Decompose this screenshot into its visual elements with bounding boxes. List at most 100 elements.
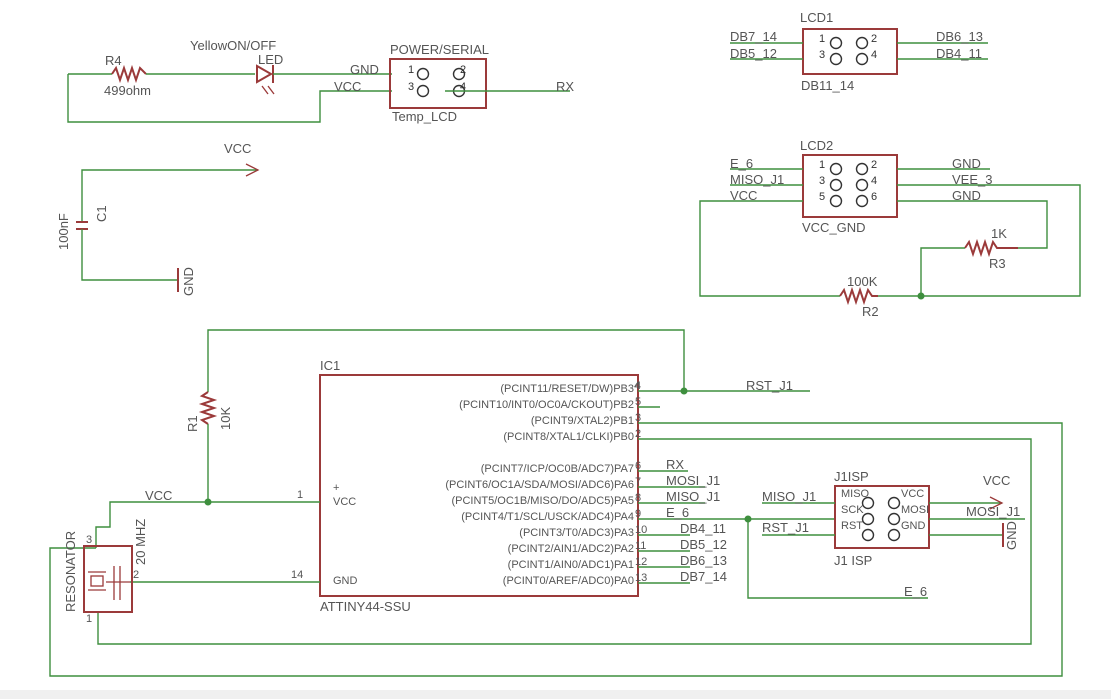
bottom-scroll-strip (0, 690, 1111, 699)
net-db6: DB6_13 (680, 553, 727, 568)
resonator-body (83, 545, 133, 613)
svg-text:12: 12 (635, 556, 647, 568)
svg-text:(PCINT7/ICP/OC0B/ADC7)PA7: (PCINT7/ICP/OC0B/ADC7)PA7 (481, 463, 634, 475)
junction-rst (680, 387, 688, 395)
svg-text:14: 14 (291, 569, 303, 581)
lcd1-net-db5: DB5_12 (730, 46, 777, 61)
lcd2-net-vee: VEE_3 (952, 172, 992, 187)
svg-text:(PCINT1/AIN0/ADC1)PA1: (PCINT1/AIN0/ADC1)PA1 (508, 559, 634, 571)
resonator-value: 20 MHZ (133, 519, 148, 565)
lcd2-net-gnd1: GND (952, 156, 981, 171)
svg-text:5: 5 (635, 396, 641, 408)
c1-value: 100nF (56, 213, 71, 250)
svg-text:+: + (333, 482, 339, 494)
resistor-r1 (198, 391, 218, 425)
lcd2-net-vcc: VCC (730, 188, 757, 203)
isp-name: J1 ISP (834, 553, 872, 568)
svg-text:GND: GND (901, 520, 926, 532)
isp-header (834, 485, 930, 549)
wire-c1-vcc (81, 169, 258, 222)
svg-text:(PCINT8/XTAL1/CLKI)PB0: (PCINT8/XTAL1/CLKI)PB0 (503, 431, 634, 443)
svg-text:8: 8 (635, 492, 641, 504)
junction-r2-r3 (917, 292, 925, 300)
isp-net-rst: RST_J1 (762, 520, 809, 535)
ic1-gnd-pin: GND (333, 575, 358, 587)
ps-vcc-net: VCC (334, 79, 361, 94)
svg-text:1: 1 (86, 613, 92, 625)
net-rst-j1: RST_J1 (746, 378, 793, 393)
c1-section: VCC 100nF C1 GND (56, 141, 260, 296)
lcd2-name: VCC_GND (802, 220, 866, 235)
svg-text:6: 6 (871, 191, 877, 203)
lcd1-net-db4: DB4_11 (936, 46, 982, 61)
r3-value: 1K (991, 226, 1007, 241)
isp-title: J1ISP (834, 469, 869, 484)
lcd1-title: LCD1 (800, 10, 833, 25)
svg-text:3: 3 (819, 49, 825, 61)
r1-value: 10K (218, 407, 233, 430)
isp-net-mosi: MOSI_J1 (966, 504, 1020, 519)
r3-name: R3 (989, 256, 1006, 271)
svg-text:(PCINT5/OC1B/MISO/DO/ADC5)PA5: (PCINT5/OC1B/MISO/DO/ADC5)PA5 (451, 495, 634, 507)
svg-text:RST: RST (841, 520, 863, 532)
lcd2-section: 1 3 5 2 4 6 LCD2 VCC_GND E_6 MISO_J1 VCC… (699, 138, 1081, 319)
lcd2-title: LCD2 (800, 138, 833, 153)
ic1-title: IC1 (320, 358, 340, 373)
svg-text:3: 3 (635, 412, 641, 424)
resonator-name: RESONATOR (63, 531, 78, 612)
ps-gnd-net: GND (350, 62, 379, 77)
isp-net-gnd: GND (1004, 521, 1019, 550)
ic1-body (319, 374, 639, 597)
svg-text:2: 2 (871, 159, 877, 171)
svg-text:1: 1 (408, 64, 414, 76)
net-db4: DB4_11 (680, 521, 726, 536)
r4-name: R4 (105, 53, 122, 68)
ic1-vcc-pin: VCC (333, 496, 356, 508)
vcc-left-label: VCC (145, 488, 172, 503)
power-serial-title: POWER/SERIAL (390, 42, 489, 57)
power-serial-name: Temp_LCD (392, 109, 457, 124)
lcd1-section: 1 3 2 4 LCD1 DB11_14 DB7_14 DB5_12 DB6_1… (730, 10, 988, 93)
lcd2-net-gnd2: GND (952, 188, 981, 203)
svg-text:(PCINT6/OC1A/SDA/MOSI/ADC6)PA6: (PCINT6/OC1A/SDA/MOSI/ADC6)PA6 (445, 479, 634, 491)
svg-text:4: 4 (634, 380, 640, 392)
svg-text:(PCINT3/T0/ADC3)PA3: (PCINT3/T0/ADC3)PA3 (519, 527, 634, 539)
led-symbol (256, 64, 275, 95)
resonator-section: 3 2 1 RESONATOR 20 MHZ (63, 519, 148, 625)
svg-text:4: 4 (635, 380, 641, 392)
lcd1-header (802, 28, 898, 75)
junction-e6 (744, 515, 752, 523)
svg-text:3: 3 (408, 81, 414, 93)
lcd2-net-miso: MISO_J1 (730, 172, 784, 187)
lcd2-net-e: E_6 (730, 156, 753, 171)
svg-text:(PCINT0/AREF/ADC0)PA0: (PCINT0/AREF/ADC0)PA0 (503, 575, 634, 587)
isp-section: MISO SCK RST VCC MOSI GND J1ISP J1 ISP M… (762, 469, 1025, 599)
svg-text:3: 3 (819, 175, 825, 187)
svg-text:1: 1 (819, 159, 825, 171)
isp-net-miso: MISO_J1 (762, 489, 816, 504)
wire-c1-gnd (81, 229, 178, 281)
ic1-pin-numbers: 4 5 3 2 6 7 8 9 10 11 12 13 1 14 (291, 380, 647, 584)
r1-name: R1 (185, 415, 200, 432)
r4-value: 499ohm (104, 83, 151, 98)
ic1-name: ATTINY44-SSU (320, 599, 411, 614)
ic1-wiring: RST_J1 RX MOSI_J1 MISO_J1 E_6 DB4_11 DB5… (49, 329, 1063, 677)
c1-name: C1 (94, 205, 109, 222)
svg-text:2: 2 (871, 33, 877, 45)
svg-text:(PCINT9/XTAL2)PB1: (PCINT9/XTAL2)PB1 (531, 415, 634, 427)
svg-text:(PCINT2/AIN1/ADC2)PA2: (PCINT2/AIN1/ADC2)PA2 (508, 543, 634, 555)
svg-text:4: 4 (460, 81, 466, 93)
svg-text:VCC: VCC (901, 488, 924, 500)
isp-net-vcc: VCC (983, 473, 1010, 488)
vcc-top-label: VCC (224, 141, 251, 156)
svg-text:11: 11 (635, 540, 646, 552)
svg-text:1: 1 (819, 33, 825, 45)
net-mosi: MOSI_J1 (666, 473, 720, 488)
svg-text:(PCINT4/T1/SCL/USCK/ADC4)PA4: (PCINT4/T1/SCL/USCK/ADC4)PA4 (461, 511, 634, 523)
led-name: LED (258, 52, 283, 67)
power-serial-header (389, 58, 487, 109)
ps-rx-net: RX (556, 79, 574, 94)
svg-text:2: 2 (635, 428, 641, 440)
